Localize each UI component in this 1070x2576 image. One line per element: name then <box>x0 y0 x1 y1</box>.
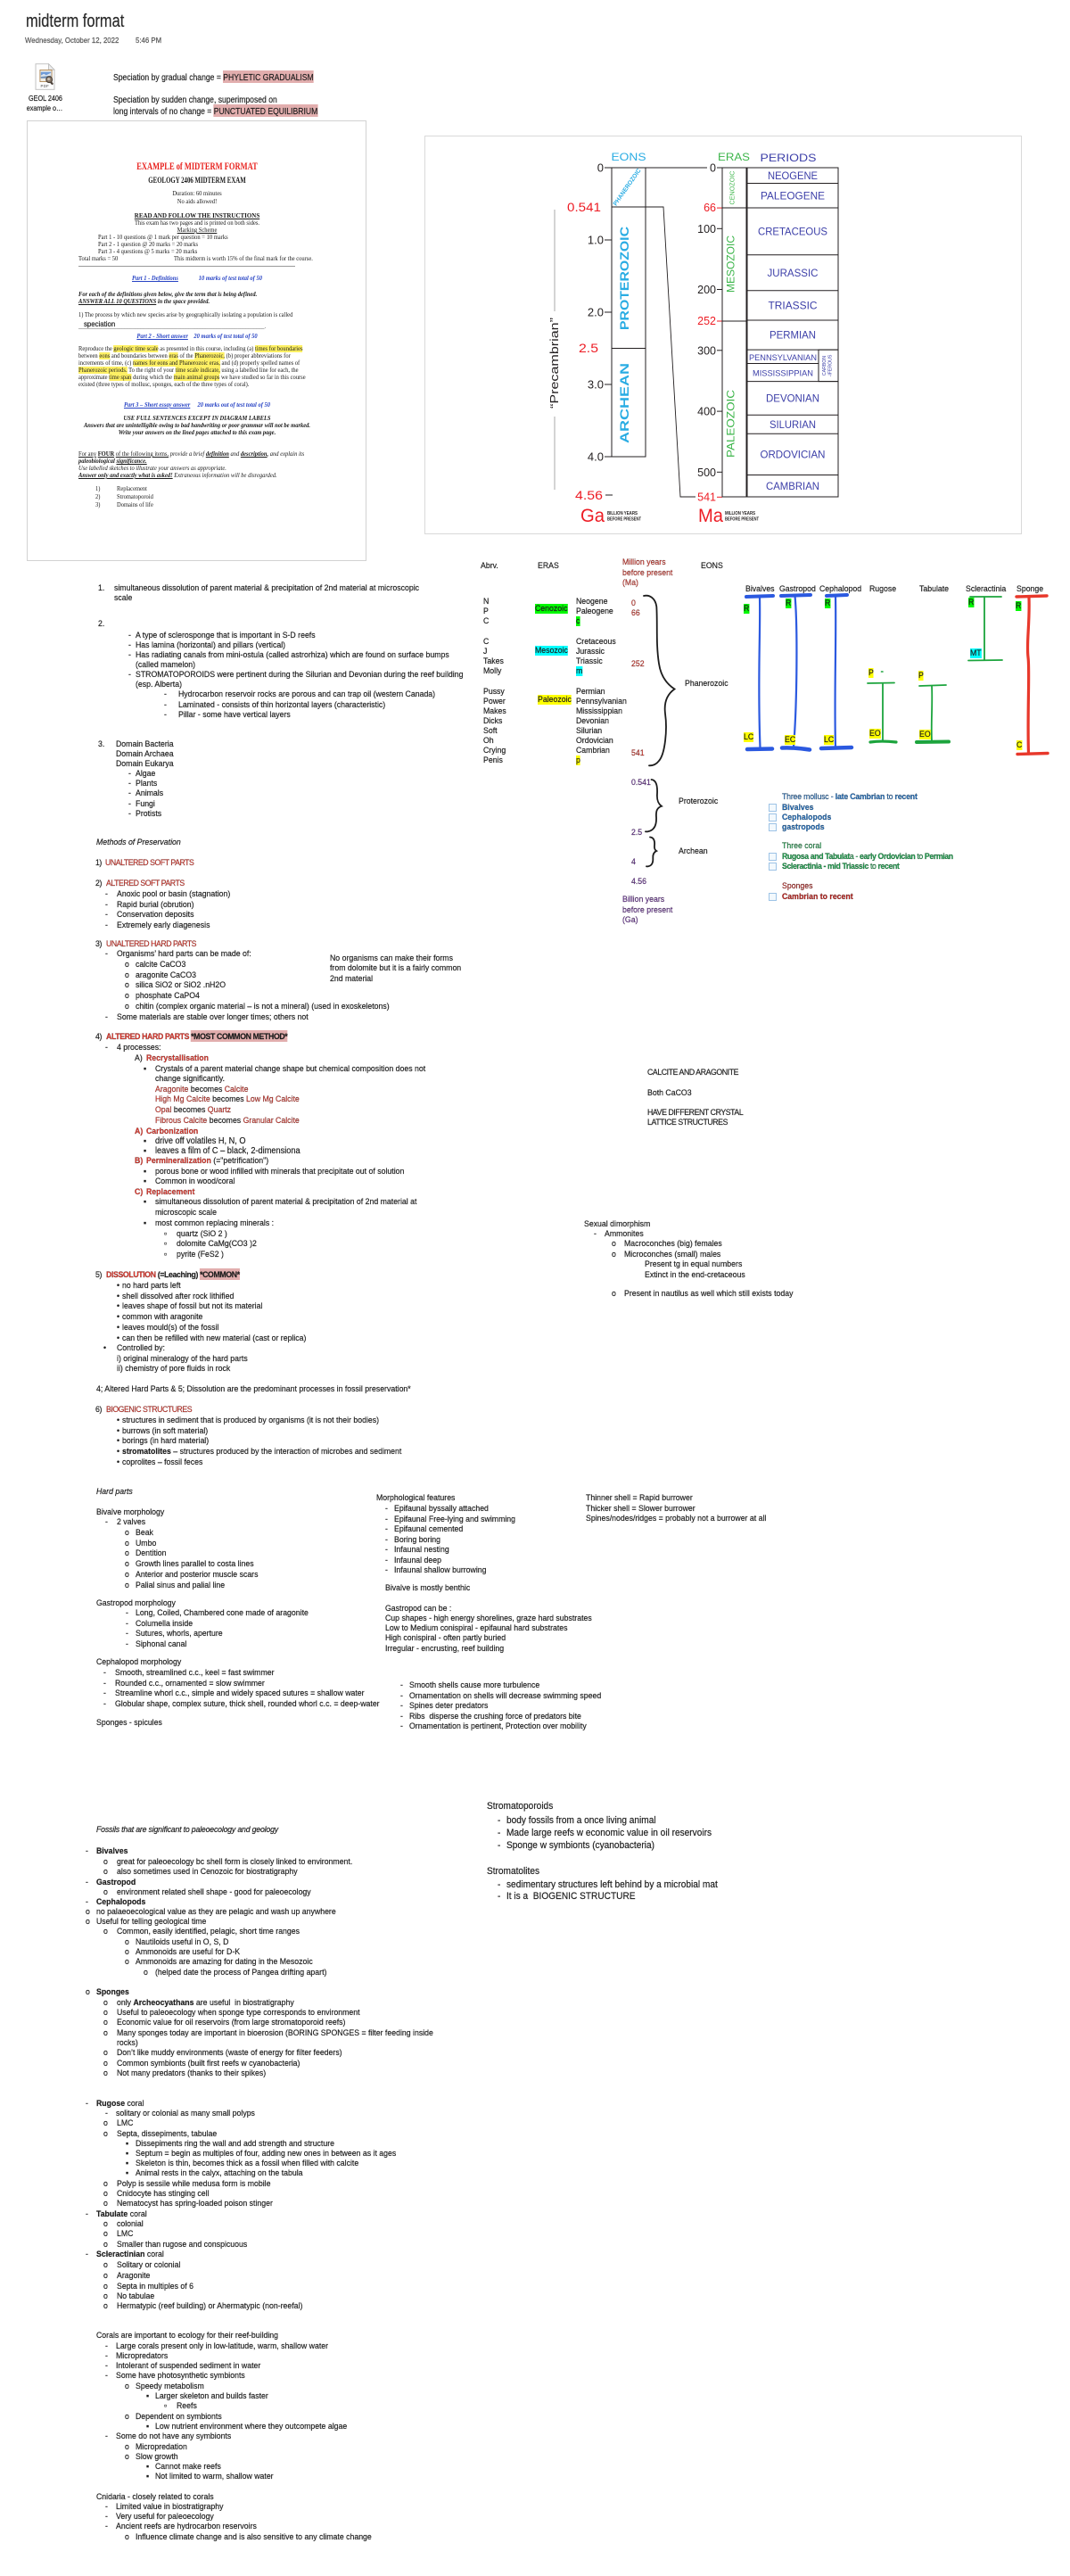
svg-text:BEFORE PRESENT: BEFORE PRESENT <box>725 517 760 523</box>
svg-text:Ga: Ga <box>580 506 605 526</box>
svg-text:MISSISSIPPIAN: MISSISSIPPIAN <box>753 369 813 378</box>
svg-text:ARCHEAN: ARCHEAN <box>618 363 631 443</box>
svg-text:ERAS: ERAS <box>718 153 750 163</box>
svg-text:-IFEROUS: -IFEROUS <box>828 354 834 376</box>
svg-text:500: 500 <box>697 466 716 479</box>
svg-text:DEVONIAN: DEVONIAN <box>766 392 819 405</box>
svg-text:BEFORE PRESENT: BEFORE PRESENT <box>607 517 642 523</box>
svg-text:PALEOGENE: PALEOGENE <box>761 189 825 202</box>
svg-text:CRETACEOUS: CRETACEOUS <box>758 226 827 238</box>
svg-text:2.5: 2.5 <box>579 342 598 355</box>
svg-text:EONS: EONS <box>612 153 646 163</box>
svg-text:PDF: PDF <box>41 84 50 88</box>
svg-text:BILLION YEARS: BILLION YEARS <box>607 511 638 516</box>
svg-text:300: 300 <box>697 344 716 357</box>
svg-text:0: 0 <box>710 162 716 175</box>
svg-text:PENNSYLVANIAN: PENNSYLVANIAN <box>749 353 817 362</box>
svg-text:PERMIAN: PERMIAN <box>770 329 816 342</box>
svg-text:252: 252 <box>697 315 716 327</box>
svg-text:NEOGENE: NEOGENE <box>768 169 818 182</box>
svg-text:MILLION YEARS: MILLION YEARS <box>725 511 755 516</box>
svg-text:4.56: 4.56 <box>575 489 603 502</box>
svg-text:100: 100 <box>697 223 716 235</box>
svg-text:3.0: 3.0 <box>588 378 604 392</box>
svg-text:TRIASSIC: TRIASSIC <box>769 300 818 312</box>
svg-text:CENOZOIC: CENOZOIC <box>728 170 737 205</box>
svg-text:SILURIAN: SILURIAN <box>770 418 816 431</box>
svg-text:2.0: 2.0 <box>588 306 604 319</box>
svg-text:PROTEROZOIC: PROTEROZOIC <box>618 227 631 330</box>
svg-text:CARBON: CARBON <box>822 356 827 376</box>
svg-text:JURASSIC: JURASSIC <box>768 267 819 279</box>
svg-text:“Precambrian”: “Precambrian” <box>548 318 561 409</box>
svg-text:CAMBRIAN: CAMBRIAN <box>766 480 819 492</box>
svg-text:Ma: Ma <box>698 506 723 526</box>
svg-text:MESOZOIC: MESOZOIC <box>727 235 737 293</box>
svg-text:4.0: 4.0 <box>588 450 604 464</box>
svg-text:66: 66 <box>704 202 716 214</box>
svg-text:PALEOZOIC: PALEOZOIC <box>727 390 737 458</box>
svg-text:PERIODS: PERIODS <box>761 153 817 164</box>
svg-text:0.541: 0.541 <box>567 201 601 214</box>
svg-text:200: 200 <box>697 284 716 296</box>
svg-text:400: 400 <box>697 406 716 418</box>
svg-text:0: 0 <box>597 161 604 175</box>
svg-text:541: 541 <box>697 491 716 503</box>
svg-text:1.0: 1.0 <box>588 234 604 247</box>
svg-text:ORDOVICIAN: ORDOVICIAN <box>761 449 826 461</box>
